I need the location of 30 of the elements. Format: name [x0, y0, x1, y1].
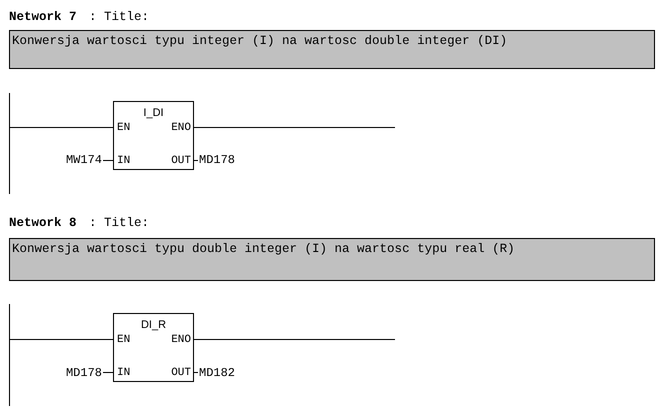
pin-label: EN: [117, 334, 130, 346]
function-block: [113, 313, 194, 382]
network-heading: Network 7: [9, 10, 77, 24]
wire: [102, 372, 114, 373]
pin-label: IN: [117, 367, 130, 379]
title-label: : Title:: [89, 10, 150, 24]
pin-label: EN: [117, 122, 130, 134]
wire: [10, 339, 114, 340]
block-name: I_DI: [142, 107, 165, 119]
operand-label: MW174: [56, 153, 102, 167]
title-label: : Title:: [89, 216, 150, 230]
pin-label: ENO: [171, 122, 191, 134]
wire: [194, 127, 396, 128]
comment-box: Konwersja wartosci typu integer (I) na wartosc double integer (DI): [9, 30, 655, 69]
wire: [194, 160, 198, 161]
operand-label: MD178: [199, 153, 249, 167]
pin-label: IN: [117, 155, 130, 167]
pin-label: OUT: [171, 367, 191, 379]
wire: [102, 160, 114, 161]
pin-label: ENO: [171, 334, 191, 346]
operand-label: MD178: [56, 366, 102, 380]
wire: [10, 127, 114, 128]
wire: [194, 339, 396, 340]
comment-box: Konwersja wartosci typu double integer (I) na wartosc typu real (R): [9, 238, 655, 281]
wire: [194, 372, 198, 373]
operand-label: MD182: [199, 366, 249, 380]
function-block: [113, 101, 194, 170]
network-heading: Network 8: [9, 216, 77, 230]
pin-label: OUT: [171, 155, 191, 167]
block-name: DI_R: [140, 319, 168, 331]
